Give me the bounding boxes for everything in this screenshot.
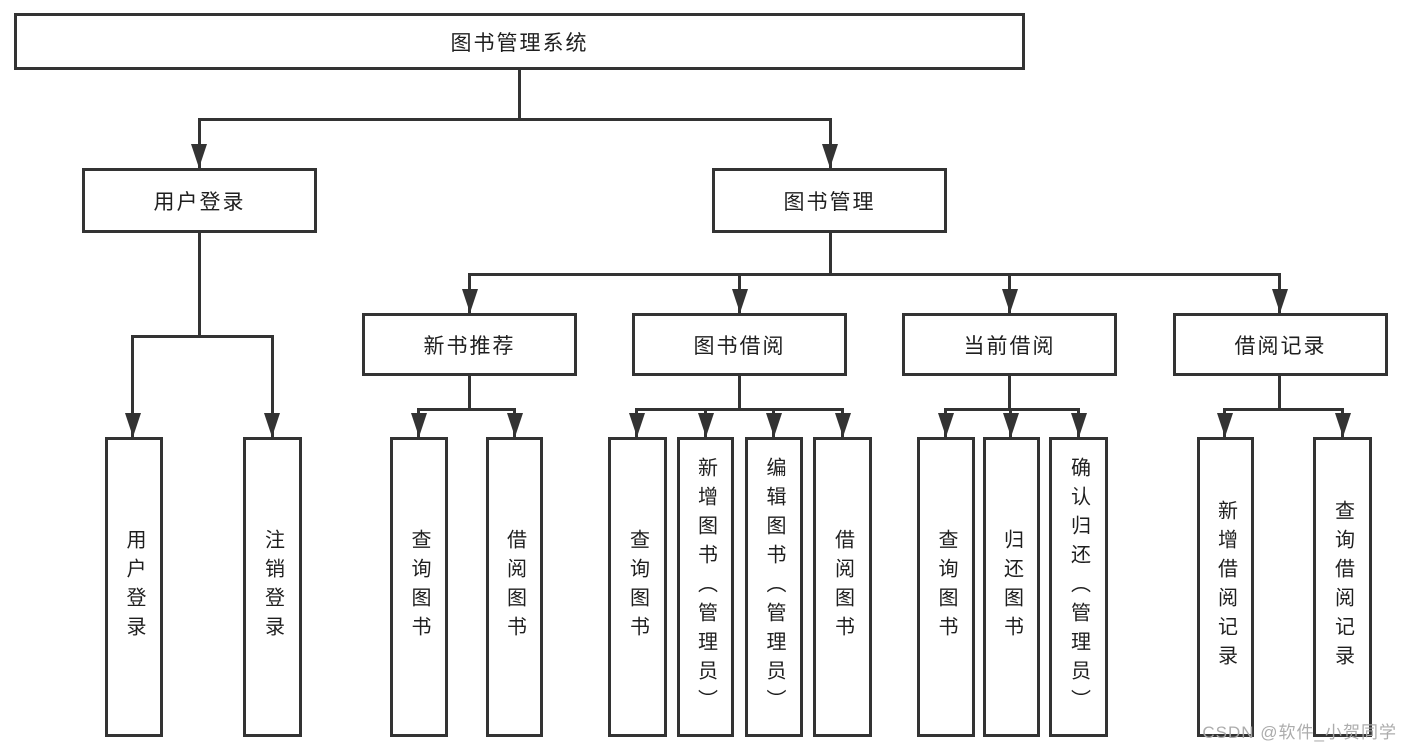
leaf-br-query-record: 查询借阅记录 (1313, 437, 1372, 737)
connector-login-branch (131, 335, 274, 338)
leaf-bb-add-books-admin-label: 新增图书（管理员） (694, 456, 717, 718)
watermark: CSDN @软件_小贺同学 (1202, 723, 1397, 742)
leaf-br-query-record-label: 查询借阅记录 (1331, 500, 1354, 674)
connector-root-stem (518, 70, 521, 118)
leaf-nb-query-books-label: 查询图书 (408, 529, 430, 645)
leaf-br-add-record: 新增借阅记录 (1197, 437, 1254, 737)
leaf-br-add-record-label: 新增借阅记录 (1214, 500, 1237, 674)
arrowhead-leaf-logout (264, 413, 280, 437)
node-current-borrowing-label: 当前借阅 (963, 334, 1056, 358)
arrowhead-new-book (462, 289, 478, 313)
node-user-login-label: 用户登录 (153, 190, 246, 214)
leaf-bb-edit-books-admin-label: 编辑图书（管理员） (763, 456, 785, 718)
arrowhead-g3-leaf2 (1003, 413, 1019, 437)
connector-g2-branch (635, 408, 844, 411)
connector-root-to-mgmt (829, 118, 832, 168)
leaf-cb-return-books: 归还图书 (983, 437, 1040, 737)
leaf-bb-edit-books-admin: 编辑图书（管理员） (745, 437, 803, 737)
node-book-borrowing-label: 图书借阅 (693, 334, 786, 358)
node-root-label: 图书管理系统 (450, 31, 589, 55)
connector-g4-stem (1278, 376, 1281, 408)
arrowhead-g2-leaf3 (766, 413, 782, 437)
leaf-nb-borrow-books-label: 借阅图书 (503, 529, 526, 645)
node-book-borrowing: 图书借阅 (632, 313, 847, 376)
connector-g4-branch (1223, 408, 1344, 411)
connector-root-to-login (198, 118, 201, 168)
arrowhead-g2-leaf1 (629, 413, 645, 437)
node-current-borrowing: 当前借阅 (902, 313, 1117, 376)
connector-root-branch (198, 118, 832, 121)
connector-g1-stem (468, 376, 471, 408)
arrowhead-to-login (191, 144, 207, 168)
leaf-cb-confirm-return-admin-label: 确认归还（管理员） (1067, 456, 1090, 718)
node-borrowing-records: 借阅记录 (1173, 313, 1388, 376)
arrowhead-g3-leaf1 (938, 413, 954, 437)
leaf-nb-query-books: 查询图书 (390, 437, 448, 737)
connector-g1-branch (417, 408, 516, 411)
leaf-user-login-label: 用户登录 (123, 529, 145, 645)
leaf-bb-query-books: 查询图书 (608, 437, 667, 737)
node-root: 图书管理系统 (14, 13, 1025, 70)
leaf-cb-query-books-label: 查询图书 (935, 529, 957, 645)
arrowhead-book-borrow (732, 289, 748, 313)
arrowhead-g2-leaf4 (835, 413, 851, 437)
node-book-management-label: 图书管理 (783, 190, 876, 214)
connector-g2-stem (738, 376, 741, 408)
arrowhead-g1-leaf1 (411, 413, 427, 437)
connector-mgmt-branch (469, 273, 1281, 276)
node-new-book-recommend-label: 新书推荐 (423, 334, 516, 358)
node-borrowing-records-label: 借阅记录 (1234, 334, 1327, 358)
connector-login-to-leaf1 (131, 335, 134, 437)
arrowhead-to-mgmt (822, 144, 838, 168)
connector-mgmt-stem (829, 233, 832, 273)
leaf-cb-confirm-return-admin: 确认归还（管理员） (1049, 437, 1108, 737)
node-user-login: 用户登录 (82, 168, 317, 233)
arrowhead-leaf-login (125, 413, 141, 437)
leaf-bb-query-books-label: 查询图书 (626, 529, 649, 645)
connector-login-to-leaf2 (271, 335, 274, 437)
arrowhead-current-borrow (1002, 289, 1018, 313)
leaf-bb-borrow-books-label: 借阅图书 (831, 529, 854, 645)
leaf-logout: 注销登录 (243, 437, 302, 737)
arrowhead-g3-leaf3 (1071, 413, 1087, 437)
leaf-cb-query-books: 查询图书 (917, 437, 975, 737)
arrowhead-g2-leaf2 (698, 413, 714, 437)
connector-g3-stem (1008, 376, 1011, 408)
arrowhead-borrow-records (1272, 289, 1288, 313)
leaf-logout-label: 注销登录 (261, 529, 284, 645)
leaf-bb-borrow-books: 借阅图书 (813, 437, 872, 737)
leaf-nb-borrow-books: 借阅图书 (486, 437, 543, 737)
arrowhead-g4-leaf1 (1217, 413, 1233, 437)
node-new-book-recommend: 新书推荐 (362, 313, 577, 376)
arrowhead-g4-leaf2 (1335, 413, 1351, 437)
node-book-management: 图书管理 (712, 168, 947, 233)
leaf-bb-add-books-admin: 新增图书（管理员） (677, 437, 734, 737)
leaf-cb-return-books-label: 归还图书 (1000, 529, 1023, 645)
leaf-user-login: 用户登录 (105, 437, 163, 737)
connector-login-stem (198, 233, 201, 335)
arrowhead-g1-leaf2 (507, 413, 523, 437)
connector-g3-branch (944, 408, 1080, 411)
